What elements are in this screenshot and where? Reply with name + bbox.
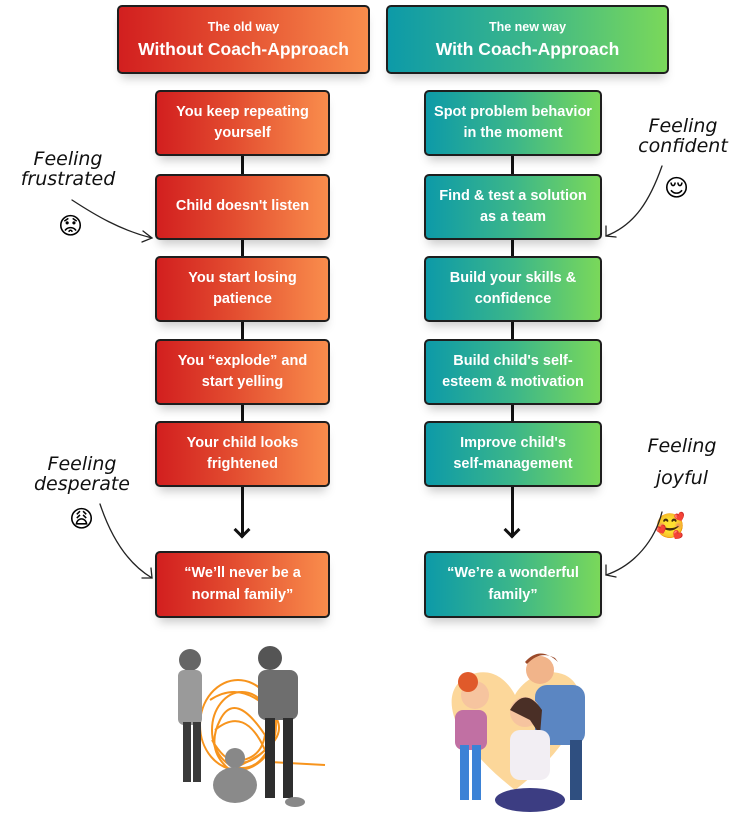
header-subtitle: The old way <box>207 19 280 34</box>
header-subtitle: The new way <box>488 19 567 34</box>
annotation-text: Feeling <box>47 453 117 475</box>
step-text: Child doesn't listen <box>175 198 310 215</box>
arrow-down-icon <box>233 521 251 539</box>
new-step-5: Improve child's self-management <box>424 421 602 487</box>
connector-line <box>241 320 244 340</box>
step-text: You “explode” and <box>177 352 308 369</box>
stressed-family-illustration <box>178 646 326 807</box>
old-step-2: Child doesn't listen <box>155 174 330 240</box>
new-outcome: “We’re a wonderful family” <box>424 551 602 618</box>
annotation-frustrated: Feeling frustrated <box>8 148 128 190</box>
connector-line <box>511 403 514 423</box>
step-text: in the moment <box>463 125 563 141</box>
old-step-5: Your child looks frightened <box>155 421 330 487</box>
step-text: Find & test a solution <box>439 187 587 204</box>
connector-line <box>241 238 244 258</box>
step-text: You start losing <box>188 269 297 286</box>
old-step-3: You start losing patience <box>155 256 330 322</box>
step-text: Your child looks <box>186 434 299 451</box>
step-text: Improve child's <box>460 434 566 451</box>
outcome-text: family” <box>488 586 538 603</box>
weary-face-icon: 😩 <box>69 506 95 533</box>
step-text: patience <box>213 291 272 307</box>
step-text: Build child's self- <box>453 352 573 369</box>
annotation-text: confident <box>638 134 728 157</box>
annotation-text: frustrated <box>20 167 116 190</box>
connector-line <box>241 155 244 175</box>
step-text: confidence <box>474 291 552 307</box>
connector-line <box>241 485 244 537</box>
header-title: With Coach-Approach <box>435 38 620 59</box>
new-step-2: Find & test a solution as a team <box>424 174 602 240</box>
outcome-text: normal family” <box>191 586 294 603</box>
new-step-4: Build child's self-esteem & motivation <box>424 339 602 405</box>
connector-line <box>511 485 514 537</box>
arrow-down-icon <box>503 521 521 539</box>
annotation-desperate: Feeling desperate <box>22 453 142 495</box>
annotation-text: Feeling <box>647 435 717 457</box>
header-new-way: The new way With Coach-Approach <box>386 5 669 74</box>
worried-face-icon: 😟 <box>58 213 84 240</box>
step-text: Build your skills & <box>449 269 577 286</box>
connector-line <box>241 403 244 423</box>
connector-line <box>511 155 514 175</box>
happy-family-illustration <box>451 653 585 812</box>
connector-line <box>511 238 514 258</box>
old-outcome: “We’ll never be a normal family” <box>155 551 330 618</box>
outcome-text: “We’re a wonderful <box>447 565 579 582</box>
new-step-3: Build your skills & confidence <box>424 256 602 322</box>
step-text: as a team <box>479 209 547 225</box>
annotation-text: joyful <box>655 466 709 489</box>
step-text: Spot problem behavior <box>434 103 592 120</box>
annotation-text: Feeling <box>33 148 103 170</box>
step-text: self-management <box>453 456 573 472</box>
step-text: esteem & motivation <box>442 374 584 390</box>
annotation-joyful: Feeling joyful <box>632 435 732 489</box>
step-text: yourself <box>214 125 271 141</box>
relieved-face-icon: 😌 <box>664 175 690 202</box>
annotation-text: Feeling <box>648 115 718 137</box>
smiling-face-with-hearts-icon: 🥰 <box>655 513 685 540</box>
annotation-confident: Feeling confident <box>628 115 738 157</box>
connector-line <box>511 320 514 340</box>
step-text: frightened <box>207 456 278 472</box>
header-old-way: The old way Without Coach-Approach <box>117 5 370 74</box>
outcome-text: “We’ll never be a <box>184 565 301 582</box>
new-step-1: Spot problem behavior in the moment <box>424 90 602 156</box>
old-step-4: You “explode” and start yelling <box>155 339 330 405</box>
old-step-1: You keep repeating yourself <box>155 90 330 156</box>
step-text: You keep repeating <box>176 103 309 120</box>
annotation-text: desperate <box>34 472 130 495</box>
step-text: start yelling <box>201 374 284 390</box>
header-title: Without Coach-Approach <box>138 38 349 59</box>
